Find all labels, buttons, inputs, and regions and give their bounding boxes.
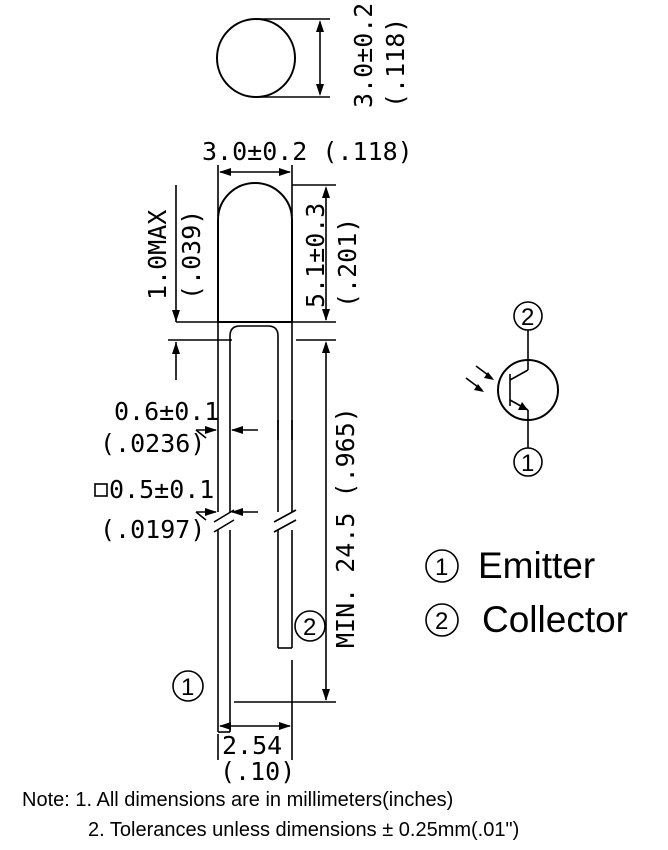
lead-spacing-inch-label: (.10)	[220, 757, 295, 786]
pin2-marker-number: 2	[303, 614, 316, 641]
lead-width-label: 0.6±0.1	[114, 397, 219, 426]
lead-spacing-label: 2.54	[222, 731, 282, 760]
pin2-symbol-number: 2	[521, 304, 534, 331]
leads	[213, 322, 297, 733]
note-line-1: Note: 1. All dimensions are in millimete…	[22, 789, 453, 811]
led-body-outline	[217, 182, 293, 323]
lead-square-label: 0.5±0.1	[109, 475, 214, 504]
pin1-symbol-circle	[513, 447, 543, 477]
square-symbol-icon	[94, 483, 108, 497]
top-view: 3.0±0.2 (.118)	[216, 3, 410, 108]
lens-diameter-top-label: 3.0±0.2 (.118)	[202, 137, 413, 166]
lead-width-inch-label: (.0236)	[100, 429, 205, 458]
legend-emitter-label: Emitter	[478, 545, 595, 586]
notes: Note: 1. All dimensions are in millimete…	[22, 789, 519, 841]
phototransistor-symbol: 2 1	[465, 301, 559, 477]
lead-length-label: MIN. 24.5 (.965)	[331, 407, 360, 648]
legend-emitter-circle	[425, 549, 459, 583]
lens-top-view-circle	[216, 18, 296, 98]
pin1-marker-circle	[172, 670, 204, 702]
body-height-inch-label: (.201)	[333, 218, 362, 308]
lens-diameter-side-label: 3.0±0.2	[349, 3, 378, 108]
legend-collector-circle	[425, 603, 459, 637]
side-view: 3.0±0.2 (.118) 1.0MAX (.039) 5.1±0.3 (.2…	[94, 137, 413, 786]
body-height-label: 5.1±0.3	[301, 203, 330, 308]
note-line-2: 2. Tolerances unless dimensions ± 0.25mm…	[88, 819, 519, 841]
lead-square-inch-label: (.0197)	[100, 515, 205, 544]
flange-height-inch-label: (.039)	[177, 210, 206, 300]
lens-diameter-side-inch-label: (.118)	[381, 18, 410, 108]
pin1-symbol-number: 1	[521, 450, 534, 477]
flange-height-label: 1.0MAX	[143, 210, 172, 300]
legend-collector-label: Collector	[482, 599, 628, 640]
legend-collector-number: 2	[435, 608, 448, 635]
pin2-marker-circle	[294, 610, 326, 642]
legend-emitter-number: 1	[435, 554, 448, 581]
pin-legend: 1 Emitter 2 Collector	[425, 545, 628, 640]
light-arrows-icon	[465, 365, 494, 392]
pin1-marker-number: 1	[181, 674, 194, 701]
